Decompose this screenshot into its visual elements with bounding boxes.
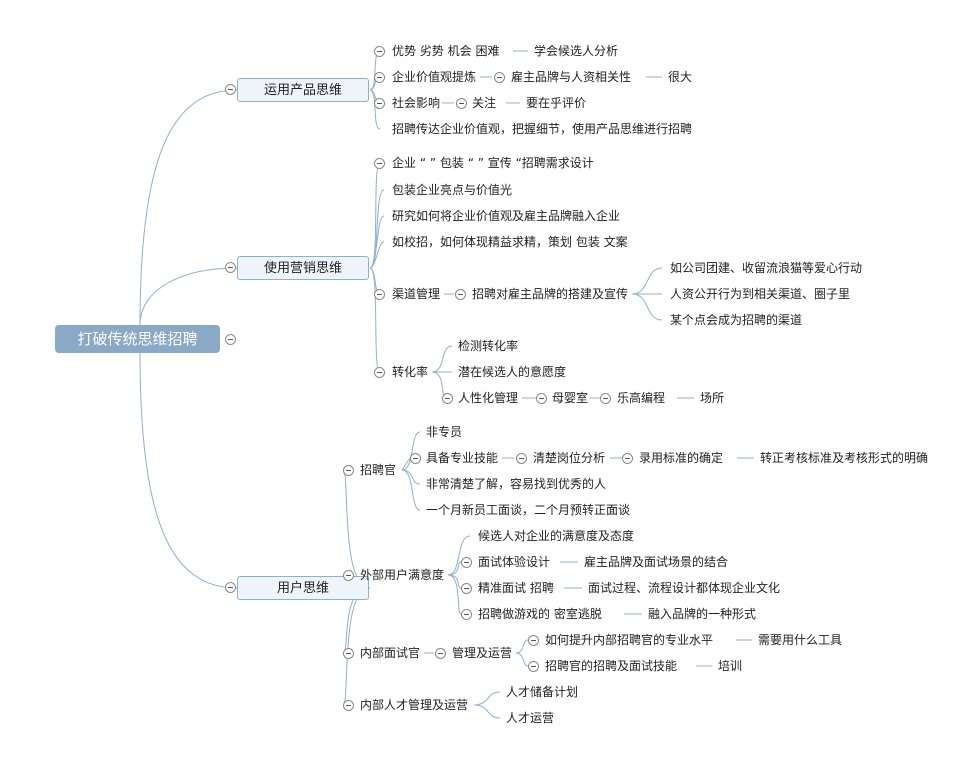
collapse-toggle[interactable] — [374, 98, 385, 109]
collapse-toggle[interactable] — [600, 393, 611, 404]
topic-nursing-room[interactable]: 母婴室 — [552, 391, 589, 405]
collapse-toggle[interactable] — [374, 46, 385, 57]
topic-talent-ops[interactable]: 内部人才管理及运营 — [360, 698, 469, 712]
collapse-toggle[interactable] — [435, 648, 446, 659]
topic-interview-design[interactable]: 面试体验设计 — [478, 555, 551, 569]
topic-interview-skills[interactable]: 招聘官的招聘及面试技能 — [545, 659, 678, 673]
topic-interviews[interactable]: 一个月新员工面谈，二个月预转正面谈 — [426, 503, 631, 517]
topic-social-impact[interactable]: 社会影响 — [392, 96, 441, 110]
collapse-toggle[interactable] — [536, 393, 547, 404]
collapse-toggle[interactable] — [528, 661, 539, 672]
topic-candidate-satisfaction[interactable]: 候选人对企业的满意度及态度 — [478, 529, 635, 543]
topic-professional-skills[interactable]: 具备专业技能 — [426, 451, 499, 465]
topic-brand-scene[interactable]: 雇主品牌及面试场景的结合 — [584, 555, 729, 569]
collapse-toggle[interactable] — [410, 453, 421, 464]
collapse-toggle[interactable] — [516, 453, 527, 464]
topic-user-thinking[interactable]: 用户思维 — [237, 576, 369, 600]
topic-probation-assessment[interactable]: 转正考核标准及考核形式的明确 — [760, 451, 929, 465]
topic-tools[interactable]: 需要用什么工具 — [758, 633, 843, 647]
marketing-collapse-toggle[interactable] — [225, 262, 236, 273]
topic-monitor-conversion[interactable]: 检测转化率 — [458, 339, 519, 353]
collapse-toggle[interactable] — [343, 648, 354, 659]
topic-venue[interactable]: 场所 — [700, 391, 725, 405]
collapse-toggle[interactable] — [456, 98, 467, 109]
topic-campus-recruit[interactable]: 如校招，如何体现精益求精，策划 包装 文案 — [392, 235, 628, 249]
collapse-toggle[interactable] — [494, 72, 505, 83]
topic-recruit-channel[interactable]: 某个点会成为招聘的渠道 — [670, 313, 803, 327]
topic-large[interactable]: 很大 — [668, 70, 693, 84]
topic-values[interactable]: 企业价值观提炼 — [392, 70, 477, 84]
topic-talent-reserve[interactable]: 人才储备计划 — [506, 685, 579, 699]
collapse-toggle[interactable] — [343, 700, 354, 711]
topic-humane-mgmt[interactable]: 人性化管理 — [458, 391, 519, 405]
collapse-toggle[interactable] — [374, 72, 385, 83]
collapse-toggle[interactable] — [622, 453, 633, 464]
topic-conversion-rate[interactable]: 转化率 — [392, 365, 429, 379]
collapse-toggle[interactable] — [374, 367, 385, 378]
topic-willingness[interactable]: 潜在候选人的意愿度 — [458, 365, 567, 379]
root-collapse-toggle[interactable] — [225, 334, 236, 345]
topic-precise-interview[interactable]: 精准面试 招聘 — [478, 581, 554, 595]
topic-improve-interviewer[interactable]: 如何提升内部招聘官的专业水平 — [545, 633, 714, 647]
topic-brand-build[interactable]: 招聘对雇主品牌的搭建及宣传 — [472, 287, 629, 301]
topic-hiring-standard[interactable]: 录用标准的确定 — [639, 451, 724, 465]
topic-find-talent[interactable]: 非常清楚了解，容易找到优秀的人 — [426, 477, 607, 491]
topic-culture-process[interactable]: 面试过程、流程设计都体现企业文化 — [588, 581, 781, 595]
topic-product-thinking[interactable]: 运用产品思维 — [237, 78, 369, 102]
topic-packaging[interactable]: 企业 “ ” 包装 “ ” 宣传 “招聘需求设计 — [392, 156, 594, 170]
topic-public-channels[interactable]: 人资公开行为到相关渠道、圈子里 — [670, 287, 851, 301]
topic-candidate-analysis[interactable]: 学会候选人分析 — [534, 44, 619, 58]
topic-management-ops[interactable]: 管理及运营 — [452, 646, 513, 660]
collapse-toggle[interactable] — [455, 289, 466, 300]
topic-employer-brand[interactable]: 雇主品牌与人资相关性 — [511, 70, 632, 84]
topic-highlights[interactable]: 包装企业亮点与价值光 — [392, 183, 513, 197]
topic-integrate-values[interactable]: 研究如何将企业价值观及雇主品牌融入企业 — [392, 209, 621, 223]
product-collapse-toggle[interactable] — [225, 84, 236, 95]
topic-convey-values[interactable]: 招聘传达企业价值观，把握细节，使用产品思维进行招聘 — [392, 122, 693, 136]
topic-internal-interviewer[interactable]: 内部面试官 — [360, 646, 421, 660]
topic-care-reviews[interactable]: 要在乎评价 — [526, 96, 587, 110]
user-collapse-toggle[interactable] — [225, 582, 236, 593]
topic-brand-form[interactable]: 融入品牌的一种形式 — [648, 607, 757, 621]
collapse-toggle[interactable] — [343, 570, 354, 581]
topic-channel-mgmt[interactable]: 渠道管理 — [392, 287, 441, 301]
topic-attention[interactable]: 关注 — [472, 96, 497, 110]
collapse-toggle[interactable] — [343, 465, 354, 476]
collapse-toggle[interactable] — [374, 158, 385, 169]
topic-non-specialist[interactable]: 非专员 — [426, 425, 463, 439]
collapse-toggle[interactable] — [528, 635, 539, 646]
collapse-toggle[interactable] — [461, 557, 472, 568]
topic-external-satisfaction[interactable]: 外部用户满意度 — [360, 568, 445, 582]
topic-talent-operation[interactable]: 人才运营 — [506, 711, 555, 725]
topic-recruiter[interactable]: 招聘官 — [360, 463, 397, 477]
collapse-toggle[interactable] — [442, 393, 453, 404]
topic-team-building[interactable]: 如公司团建、收留流浪猫等爱心行动 — [670, 261, 863, 275]
topic-lego-coding[interactable]: 乐高编程 — [617, 391, 666, 405]
collapse-toggle[interactable] — [461, 583, 472, 594]
topic-marketing-thinking[interactable]: 使用营销思维 — [237, 256, 369, 280]
topic-escape-room[interactable]: 招聘做游戏的 密室逃脱 — [478, 607, 602, 621]
topic-swot[interactable]: 优势 劣势 机会 困难 — [392, 44, 500, 58]
topic-job-analysis[interactable]: 清楚岗位分析 — [533, 451, 606, 465]
collapse-toggle[interactable] — [461, 609, 472, 620]
root-topic[interactable]: 打破传统思维招聘 — [55, 325, 220, 353]
topic-training[interactable]: 培训 — [718, 659, 743, 673]
collapse-toggle[interactable] — [374, 289, 385, 300]
